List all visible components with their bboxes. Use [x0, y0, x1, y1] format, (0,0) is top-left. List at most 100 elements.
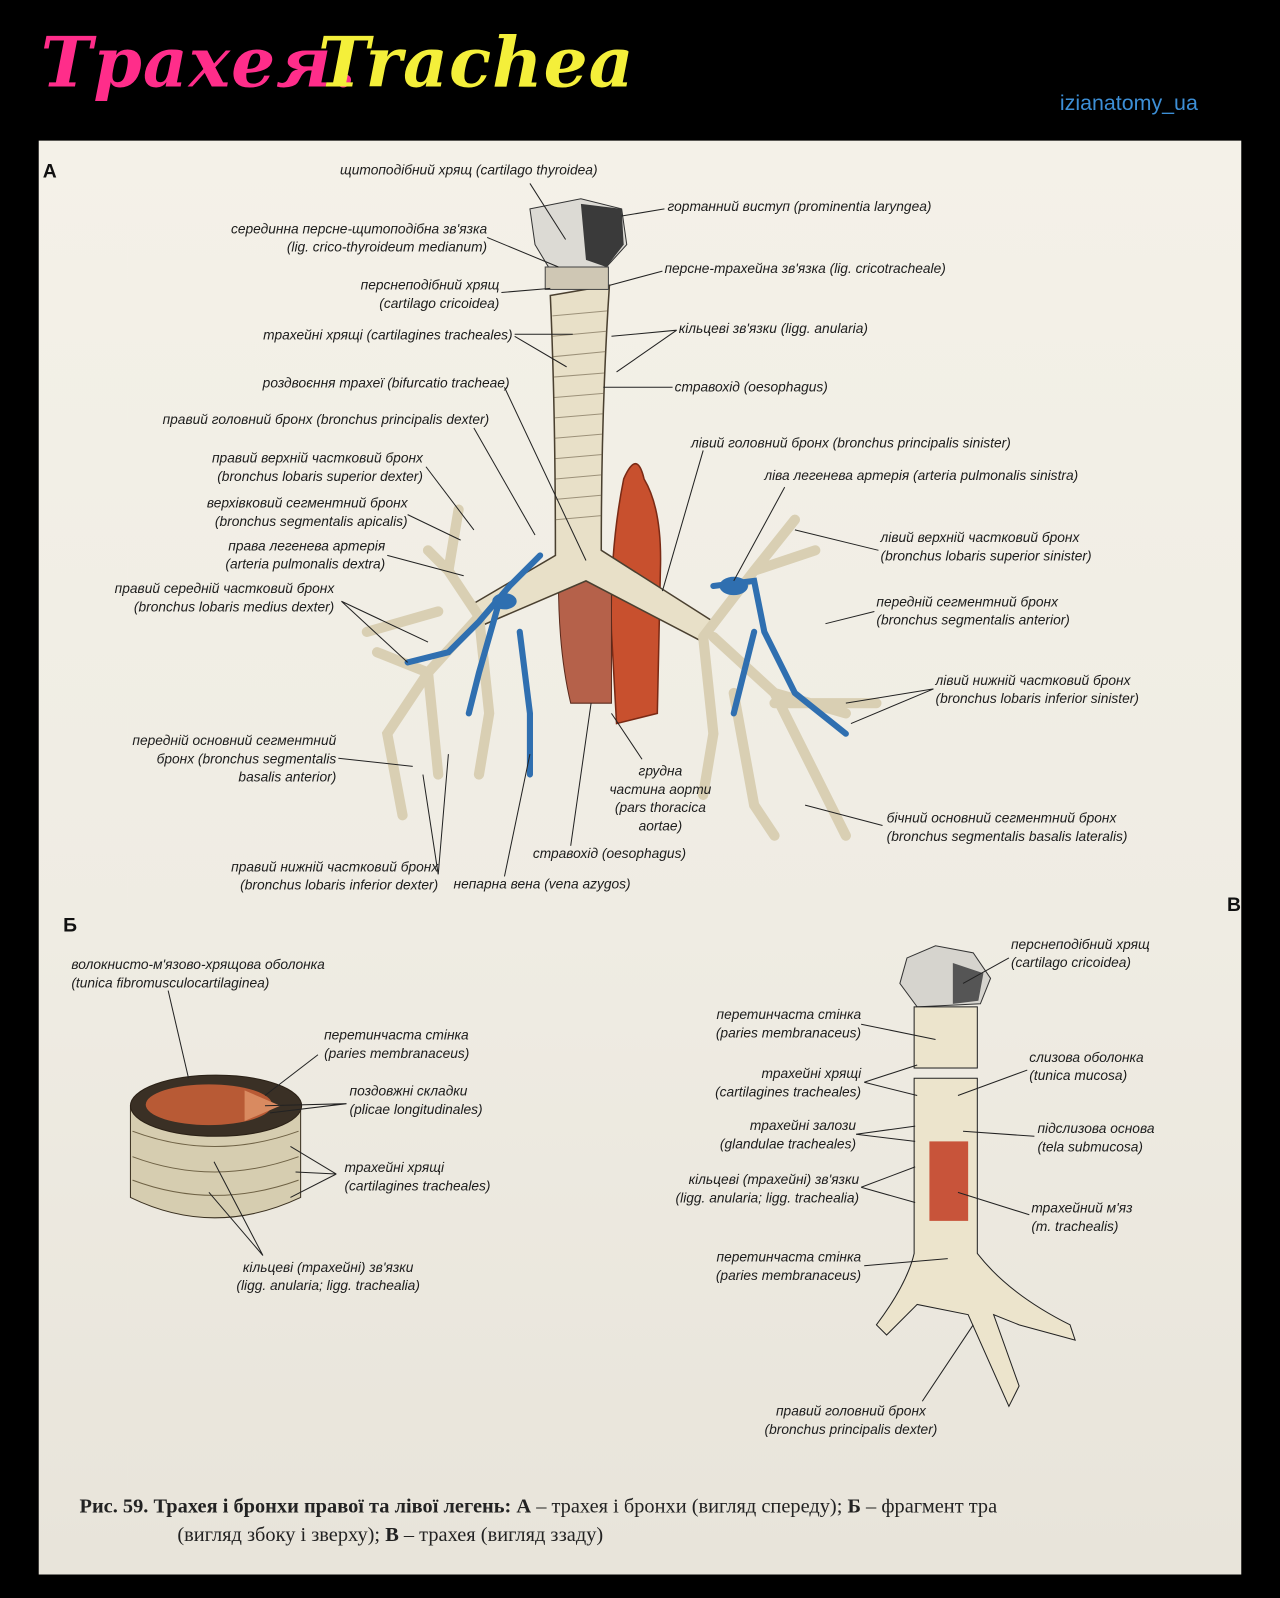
label-line: перснеподібний хрящ [1010, 936, 1150, 952]
label-line: (ligg. anularia; ligg. trachealia) [675, 1190, 860, 1206]
label-line: правий головний бронх [775, 1403, 926, 1419]
label-line: передній сегментний бронх [876, 594, 1058, 610]
label-line: грудна [638, 763, 683, 779]
label-line: кільцеві (трахейні) зв'язки [242, 1259, 414, 1275]
label-line: (lig. crico-thyroideum medianum) [286, 239, 488, 255]
label-line: стравохід (oesophagus) [532, 845, 687, 862]
label-line: (paries membranaceus) [715, 1267, 862, 1284]
label-v-paries-bottom: перетинчаста стінка(paries membranaceus) [716, 1248, 861, 1285]
caption-letter-b: Б [847, 1495, 861, 1518]
label-b-cartilages: трахейні хрящі(cartilagines tracheales) [344, 1159, 490, 1196]
label-v-principal-dexter: правий головний бронх (bronchus principal… [765, 1402, 938, 1439]
label-line: (cartilago cricoidea) [1010, 954, 1131, 971]
label-basalis-anterior: передній основний сегментний бронх (bronc… [132, 732, 336, 787]
label-principal-sinister: лівий головний бронх (bronchus principal… [691, 434, 1011, 452]
textbook-page [38, 140, 1242, 1575]
label-prominentia: гортанний виступ (prominentia laryngea) [668, 198, 932, 216]
label-line: ліва легенева артерія (arteria pulmonali… [764, 467, 1079, 484]
label-line: частина аорти [609, 781, 712, 797]
label-line: (m. trachealis) [1031, 1218, 1119, 1235]
label-line: трахейний м'яз [1031, 1200, 1133, 1216]
label-line: персне-трахейна зв'язка (lig. cricotrach… [664, 260, 946, 277]
label-line: лівий головний бронх (bronchus principal… [690, 435, 1011, 451]
label-apicalis: верхівковий сегментний бронх (bronchus se… [207, 494, 408, 531]
label-line: (cartilago cricoidea) [379, 295, 500, 311]
label-line: (bronchus segmentalis anterior) [876, 612, 1070, 628]
label-v-mucosa: слизова оболонка(tunica mucosa) [1029, 1049, 1143, 1086]
label-line: (cartilagines tracheales) [715, 1084, 862, 1100]
label-line: трахейні хрящі [761, 1065, 862, 1082]
label-line: лівий нижній частковий бронх [935, 672, 1131, 688]
label-line: (paries membranaceus) [324, 1045, 470, 1061]
label-line: правий нижній частковий бронх [231, 859, 439, 875]
label-anular-a: кільцеві зв'язки (ligg. anularia) [679, 320, 868, 338]
caption-letter-a: А [516, 1495, 532, 1518]
label-line: трахейні хрящі [344, 1159, 445, 1176]
label-line: (bronchus segmentalis apicalis) [214, 513, 408, 529]
label-line: правий середній частковий бронх [114, 580, 335, 597]
label-line: (tunica mucosa) [1029, 1068, 1128, 1084]
label-cricothyroid: серединна персне-щитоподібна зв'язка (lig… [231, 220, 487, 257]
label-line: передній основний сегментний [132, 732, 337, 749]
label-line: (bronchus lobaris superior dexter) [217, 468, 423, 485]
label-bifurcation: роздвоєння трахеї (bifurcatio tracheae) [263, 374, 510, 392]
label-pulm-sinistra: ліва легенева артерія (arteria pulmonali… [764, 467, 1078, 485]
bronchial-tree-drawing [361, 504, 882, 841]
label-line: правий головний бронх (bronchus principa… [162, 411, 490, 428]
caption-letter-v: В [385, 1523, 399, 1546]
label-line: (glandulae tracheales) [719, 1136, 857, 1152]
label-v-cartilages: трахейні хрящі (cartilagines tracheales) [715, 1065, 861, 1102]
figure-b-drawing [129, 990, 347, 1256]
label-line: кільцеві зв'язки (ligg. anularia) [678, 321, 868, 337]
label-line: перснеподібний хрящ [360, 277, 500, 293]
label-line: basalis anterior) [238, 769, 337, 785]
caption-v-text: – трахея (вигляд ззаду) [403, 1523, 604, 1546]
label-b-paries: перетинчаста стінка(paries membranaceus) [324, 1026, 469, 1063]
figure-v-drawing [855, 945, 1076, 1408]
label-line: лівий верхній частковий бронх [880, 529, 1080, 546]
label-line: стравохід (oesophagus) [674, 379, 828, 395]
label-line: (bronchus lobaris inferior dexter) [240, 877, 439, 893]
watermark-handle: izianatomy_ua [1059, 91, 1198, 116]
label-line: кільцеві (трахейні) зв'язки [688, 1171, 860, 1188]
title-ukrainian: Трахея. [40, 22, 358, 104]
label-line: трахейні хрящі (cartilagines tracheales) [263, 327, 513, 343]
title-english: Trachea [317, 22, 635, 104]
label-basalis-lateralis: бічний основний сегментний бронх(bronchu… [887, 809, 1128, 846]
trachea-drawing [467, 284, 715, 644]
label-seg-anterior: передній сегментний бронх (bronchus segme… [876, 593, 1069, 630]
label-line: трахейні залози [749, 1117, 857, 1134]
label-oesophagus-bottom: стравохід (oesophagus) [533, 845, 686, 863]
label-line: непарна вена (vena azygos) [453, 876, 631, 892]
label-cricoid-a: перснеподібний хрящ (cartilago cricoidea) [361, 276, 500, 313]
section-letter-b: Б [63, 915, 78, 937]
label-line: (bronchus principalis dexter) [764, 1421, 938, 1437]
label-v-submucosa: підслизова основа(tela submucosa) [1037, 1120, 1154, 1157]
label-line: правий верхній частковий бронх [211, 450, 423, 466]
label-b-tunica: волокнисто-м'язово-хрящова оболонка(tuni… [71, 956, 325, 993]
label-line: (bronchus lobaris inferior sinister) [935, 690, 1139, 707]
leader-lines [338, 183, 934, 877]
label-line: щитоподібний хрящ (cartilago thyroidea) [340, 162, 598, 178]
label-line: (tela submucosa) [1037, 1139, 1143, 1155]
label-lobar-inf-dexter: правий нижній частковий бронх (bronchus l… [231, 858, 438, 895]
label-b-plicae: поздовжні складки(plicae longitudinales) [350, 1082, 483, 1119]
label-line: верхівковий сегментний бронх [206, 495, 408, 511]
label-line: поздовжні складки [349, 1083, 468, 1099]
caption-figure-title: Рис. 59. Трахея і бронхи правої та лівої… [79, 1495, 512, 1518]
label-line: серединна персне-щитоподібна зв'язка [230, 221, 488, 237]
cricoid-cartilage-drawing [544, 266, 609, 290]
label-line: бронх (bronchus segmentalis [156, 751, 337, 767]
label-line: бічний основний сегментний бронх [886, 810, 1117, 826]
label-oesophagus-top: стравохід (oesophagus) [675, 378, 828, 396]
label-b-anular: кільцеві (трахейні) зв'язки(ligg. anular… [236, 1259, 420, 1296]
figure-caption: Рис. 59. Трахея і бронхи правої та лівої… [79, 1492, 997, 1549]
label-lobar-inf-sinister: лівий нижній частковий бронх (bronchus lo… [936, 672, 1139, 709]
label-azygos: непарна вена (vena azygos) [453, 875, 630, 893]
label-line: права легенева артерія [228, 538, 386, 554]
figure-a-drawing [338, 183, 934, 877]
label-v-muscle: трахейний м'яз (m. trachealis) [1031, 1199, 1132, 1236]
label-lobar-medius: правий середній частковий бронх(bronchus… [115, 580, 335, 617]
